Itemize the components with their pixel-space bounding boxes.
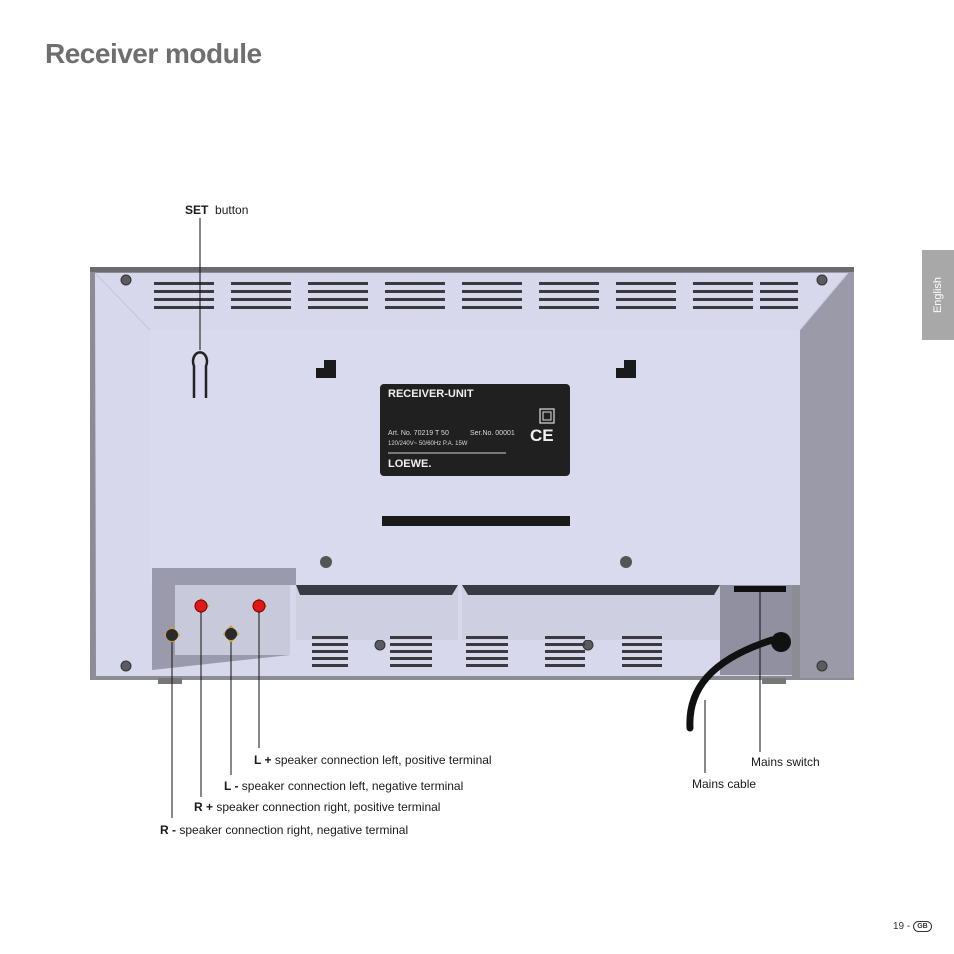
bottom-compartment-right bbox=[462, 585, 720, 640]
callout-mains-cable: Mains cable bbox=[692, 777, 757, 791]
mains-cable-icon bbox=[686, 636, 776, 732]
callout-set-button: SET button bbox=[185, 203, 249, 217]
callout-r-minus: R - speaker connection right, negative t… bbox=[160, 823, 409, 837]
callout-mains-switch: Mains switch bbox=[751, 755, 820, 769]
device-top-edge bbox=[90, 267, 854, 272]
page-number: 19 - GB bbox=[893, 921, 932, 932]
mains-socket-icon bbox=[771, 632, 791, 652]
page-number-text: 19 - bbox=[893, 921, 911, 932]
mains-switch-icon bbox=[734, 586, 786, 592]
bottom-vent-slots bbox=[312, 636, 662, 667]
country-badge: GB bbox=[913, 921, 932, 932]
bottom-compartment-left bbox=[296, 585, 458, 640]
plate-ser-no: Ser.No. 00001 bbox=[470, 430, 515, 437]
set-button-icon bbox=[191, 351, 209, 398]
page-title: Receiver module bbox=[45, 38, 262, 69]
plate-art-no: Art. No. 70219 T 50 bbox=[388, 430, 449, 437]
callout-r-plus: R + speaker connection right, positive t… bbox=[194, 800, 441, 814]
top-vent-slots bbox=[154, 282, 798, 309]
terminal-r-plus-icon bbox=[194, 598, 209, 614]
plate-brand: LOEWE. bbox=[388, 458, 432, 470]
terminal-r-minus-icon bbox=[164, 626, 180, 644]
callout-l-plus: L + speaker connection left, positive te… bbox=[254, 753, 492, 767]
plate-title: RECEIVER-UNIT bbox=[388, 388, 474, 400]
terminal-l-minus-icon bbox=[223, 625, 239, 643]
terminal-l-plus-icon bbox=[252, 598, 267, 614]
device-right-side bbox=[800, 272, 854, 678]
callout-leader-lines bbox=[171, 218, 761, 818]
plate-power: 120/240V~ 50/60Hz P.A. 15W bbox=[388, 441, 468, 447]
callout-l-minus: L - speaker connection left, negative te… bbox=[224, 779, 464, 793]
plate-ce-mark: CE bbox=[530, 426, 554, 445]
center-vent-slot bbox=[382, 516, 570, 526]
language-tab: English bbox=[922, 250, 954, 340]
